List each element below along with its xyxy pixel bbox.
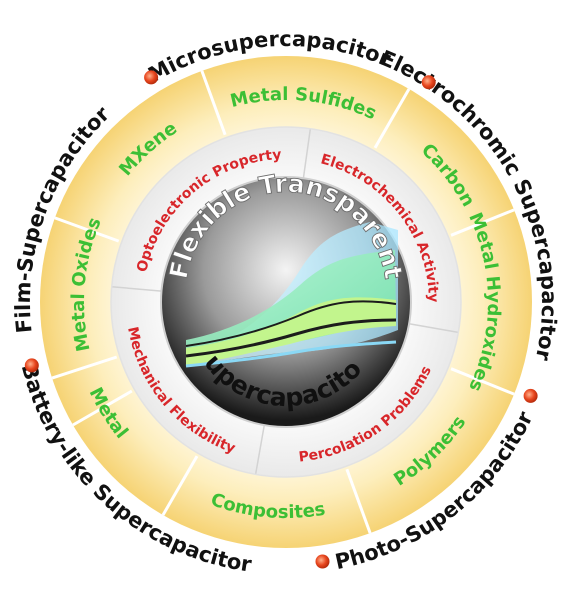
material-divider xyxy=(373,88,411,149)
property-divider xyxy=(254,424,266,475)
application-separators xyxy=(24,70,538,569)
material-divider xyxy=(200,70,227,136)
material-divider xyxy=(450,208,515,237)
material-divider xyxy=(72,389,133,427)
material-dividers xyxy=(51,70,515,534)
material-divider xyxy=(345,468,372,534)
material-divider xyxy=(51,355,118,380)
film-illustration xyxy=(185,222,398,368)
material-divider xyxy=(54,216,120,243)
separator-dot xyxy=(24,358,39,373)
property-dividers xyxy=(111,128,459,475)
property-ring-border xyxy=(110,126,462,478)
material-divider xyxy=(161,455,199,516)
separator-dot xyxy=(421,75,436,90)
property-divider xyxy=(302,128,312,179)
material-divider xyxy=(450,367,515,396)
property-divider xyxy=(111,286,162,292)
property-divider xyxy=(408,322,459,334)
separator-dot xyxy=(523,388,538,403)
separator-dot xyxy=(315,554,330,569)
separator-dot xyxy=(144,70,159,85)
